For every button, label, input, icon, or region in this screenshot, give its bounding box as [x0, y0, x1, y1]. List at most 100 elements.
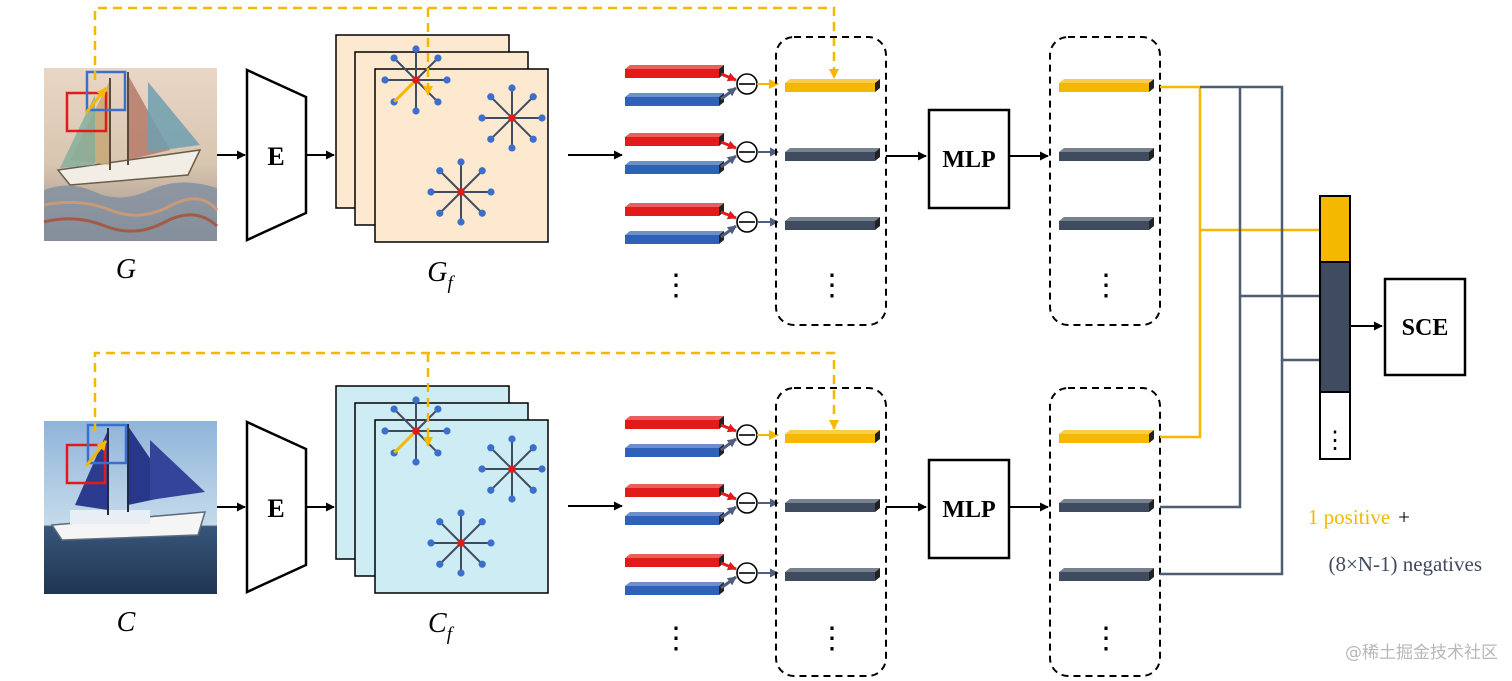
neighbor-node [443, 76, 451, 84]
blue-to-minus-arrow [720, 86, 737, 101]
yellow-dashed-link-top [93, 6, 839, 80]
negative-vector-face [785, 152, 875, 161]
red-feature-vector [625, 133, 724, 146]
neighbor-node [487, 539, 495, 547]
negative-vector-face [785, 503, 875, 512]
negative-vector [1059, 499, 1154, 512]
center-node [412, 76, 420, 84]
neighborhood-star [427, 509, 495, 577]
blue-feature-vector-top [625, 231, 724, 235]
blue-feature-vector-face [625, 516, 719, 525]
star-spoke [393, 57, 417, 81]
neighbor-node [508, 495, 516, 503]
neighbor-node [487, 93, 495, 101]
red-to-minus-arrow [720, 423, 737, 433]
blue-feature-vector-face [625, 235, 719, 244]
generated-image [43, 68, 219, 241]
negative-vector-face [1059, 152, 1149, 161]
svg-text:⋮: ⋮ [1323, 428, 1347, 454]
positive-vector-face [1059, 83, 1149, 92]
center-node [508, 114, 516, 122]
center-node [412, 427, 420, 435]
neighbor-node [487, 135, 495, 143]
neighbor-node [529, 135, 537, 143]
red-to-minus-arrow [720, 561, 737, 571]
positive-vector-side [1149, 79, 1154, 92]
blue-feature-vector [625, 161, 724, 174]
red-feature-vector-top [625, 416, 724, 420]
projected-vectors-generated [1059, 79, 1154, 230]
blue-to-minus-arrow [720, 575, 737, 590]
negative-vector-face [1059, 572, 1149, 581]
neighbor-node [538, 465, 546, 473]
encoder-label-content: E [267, 494, 284, 523]
red-to-minus-arrow [720, 72, 737, 82]
generated-feature-label: Gf [427, 257, 455, 294]
negative-vector-side [875, 217, 880, 230]
blue-feature-vector [625, 582, 724, 595]
red-feature-vector-face [625, 137, 719, 146]
red-feature-vector-top [625, 203, 724, 207]
neighbor-node [381, 76, 389, 84]
negative-vector-top [785, 217, 880, 221]
negative-vector-face [1059, 221, 1149, 230]
watermark: @稀土掘金技术社区 [1345, 643, 1498, 663]
star-spoke [490, 447, 513, 470]
neighbor-node [457, 158, 465, 166]
positive-vector [1059, 430, 1154, 443]
blue-feature-vector [625, 93, 724, 106]
neighborhood-star [478, 84, 546, 152]
neighbor-node [529, 93, 537, 101]
neighbor-node [412, 396, 420, 404]
negative-vector-top [785, 148, 880, 152]
neighborhood-star [381, 45, 451, 115]
neighbor-node [436, 518, 444, 526]
pairs-ellipsis-bottom: ⋮ [661, 622, 691, 655]
negative-vector-side [1149, 148, 1154, 161]
positive-vector [785, 430, 880, 443]
red-feature-vector [625, 554, 724, 567]
neighbor-node [487, 486, 495, 494]
blue-feature-vector [625, 231, 724, 244]
negative-vector-side [875, 499, 880, 512]
negative-vector [785, 568, 880, 581]
star-spoke [511, 447, 534, 470]
negative-vector-side [875, 568, 880, 581]
center-node [457, 188, 465, 196]
star-spoke [460, 521, 483, 544]
center-node [508, 465, 516, 473]
neighborhood-star [478, 435, 546, 503]
mlp-generated [927, 108, 1011, 210]
negative-vector-face [1059, 503, 1149, 512]
red-feature-vector-face [625, 69, 719, 78]
mlp-label-generated: MLP [942, 147, 995, 173]
red-feature-vector-face [625, 207, 719, 216]
blue-feature-vector-top [625, 161, 724, 165]
negative-vector-side [1149, 499, 1154, 512]
neighbor-node [478, 167, 486, 175]
star-spoke [460, 170, 483, 193]
positive-vector-side [875, 79, 880, 92]
blue-feature-vector-face [625, 448, 719, 457]
neighbor-node [508, 435, 516, 443]
star-spoke [460, 191, 483, 214]
projection-box-content [1049, 387, 1161, 677]
sce-loss-box [1383, 277, 1467, 377]
star-spoke [439, 521, 462, 544]
red-feature-vector-face [625, 558, 719, 567]
neighbor-node [487, 188, 495, 196]
red-to-minus-arrow [720, 491, 737, 501]
negative-vector-face [785, 572, 875, 581]
neighborhood-star [381, 396, 451, 466]
neighbor-node [478, 518, 486, 526]
neighbor-node [412, 45, 420, 53]
neighbor-node [457, 509, 465, 517]
yellow-dashed-link-bottom [93, 351, 839, 432]
red-to-minus-arrow [720, 140, 737, 150]
neighbor-node [529, 444, 537, 452]
negative-vector [1059, 568, 1154, 581]
red-feature-vector-top [625, 133, 724, 137]
blue-feature-vector-top [625, 93, 724, 97]
neighborhood-star [427, 158, 495, 226]
blue-to-minus-arrow [720, 154, 737, 169]
